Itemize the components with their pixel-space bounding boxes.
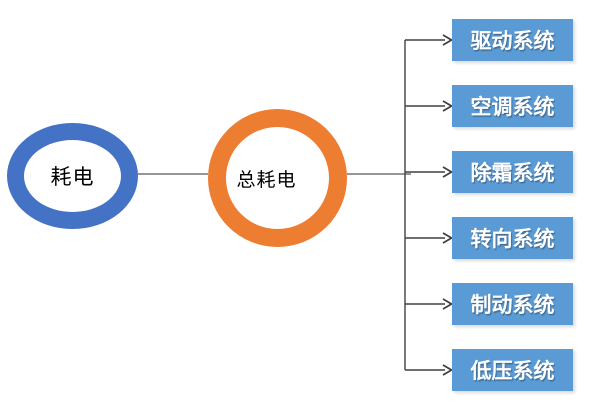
hub-node-label: 总耗电 xyxy=(236,168,297,191)
branch-box-brake-system: 制动系统 xyxy=(452,283,573,325)
root-node-label: 耗电 xyxy=(50,165,95,189)
branch-box-low-voltage-system: 低压系统 xyxy=(452,349,573,391)
branch-label: 驱动系统 xyxy=(470,29,555,53)
branch-box-ac-system: 空调系统 xyxy=(452,85,573,127)
arrowhead-icon xyxy=(442,298,454,310)
arrowhead-icon xyxy=(442,364,454,376)
branch-box-drive-system: 驱动系统 xyxy=(452,19,573,61)
branch-label: 转向系统 xyxy=(470,227,555,251)
arrowhead-icon xyxy=(442,232,454,244)
branch-label: 制动系统 xyxy=(470,293,555,317)
branch-box-steering-system: 转向系统 xyxy=(452,217,573,259)
arrowhead-icon xyxy=(442,34,454,46)
arrowhead-icon xyxy=(442,166,454,178)
branch-label: 除霜系统 xyxy=(470,161,555,185)
branch-label: 低压系统 xyxy=(470,359,555,383)
root-node-power: 耗电 xyxy=(7,123,138,229)
hub-node-total-power: 总耗电 xyxy=(208,109,347,247)
branch-box-defrost-system: 除霜系统 xyxy=(452,151,573,193)
arrowhead-icon xyxy=(442,100,454,112)
branch-label: 空调系统 xyxy=(470,95,555,119)
